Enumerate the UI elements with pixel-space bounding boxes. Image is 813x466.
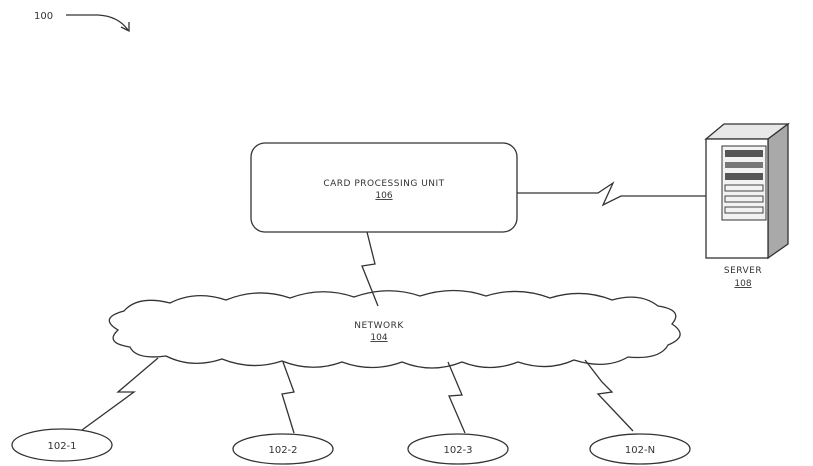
network-ref: 104 [370, 333, 387, 343]
device-102-2-label: 102-2 [268, 445, 297, 456]
network-label: NETWORK [354, 321, 404, 331]
network-cloud-outline [108, 289, 681, 369]
link-network-device-n [584, 359, 634, 432]
server-drive-1 [725, 150, 763, 157]
server: SERVER 108 [704, 122, 790, 289]
link-network-device-3 [447, 361, 466, 434]
device-102-2-ellipse [232, 433, 334, 465]
server-side [767, 122, 789, 260]
link-cpu-network [361, 231, 379, 307]
server-label: SERVER [724, 266, 762, 276]
device-102-3: 102-3 [407, 433, 509, 465]
device-102-1-ellipse [11, 428, 113, 462]
figure-ref-label: 100 [34, 11, 53, 22]
server-panel [721, 145, 767, 221]
server-drive-6 [724, 206, 764, 214]
device-102-1-label: 102-1 [47, 441, 76, 452]
link-network-device-2 [281, 361, 295, 434]
card-processing-unit: CARD PROCESSING UNIT 106 [250, 142, 518, 233]
device-102-3-label: 102-3 [443, 445, 472, 456]
device-102-n-label: 102-N [625, 445, 655, 456]
card-processing-unit-ref: 106 [375, 191, 392, 201]
device-102-n-ellipse [589, 433, 691, 465]
server-drive-2 [725, 162, 763, 168]
figure-ref-arrowhead [120, 22, 130, 33]
figure-ref-arrow [66, 14, 129, 31]
device-102-2: 102-2 [232, 433, 334, 465]
card-processing-unit-label: CARD PROCESSING UNIT [323, 179, 444, 189]
server-drive-3 [725, 173, 763, 180]
server-drive-5 [724, 195, 764, 203]
device-102-1: 102-1 [11, 428, 113, 462]
device-102-3-ellipse [407, 433, 509, 465]
device-102-n: 102-N [589, 433, 691, 465]
server-drive-4 [724, 184, 764, 192]
link-cpu-server [517, 181, 706, 207]
network-cloud: NETWORK 104 [108, 289, 681, 369]
card-processing-unit-box [250, 142, 518, 233]
link-network-device-1 [81, 357, 159, 431]
server-ref: 108 [734, 279, 751, 289]
